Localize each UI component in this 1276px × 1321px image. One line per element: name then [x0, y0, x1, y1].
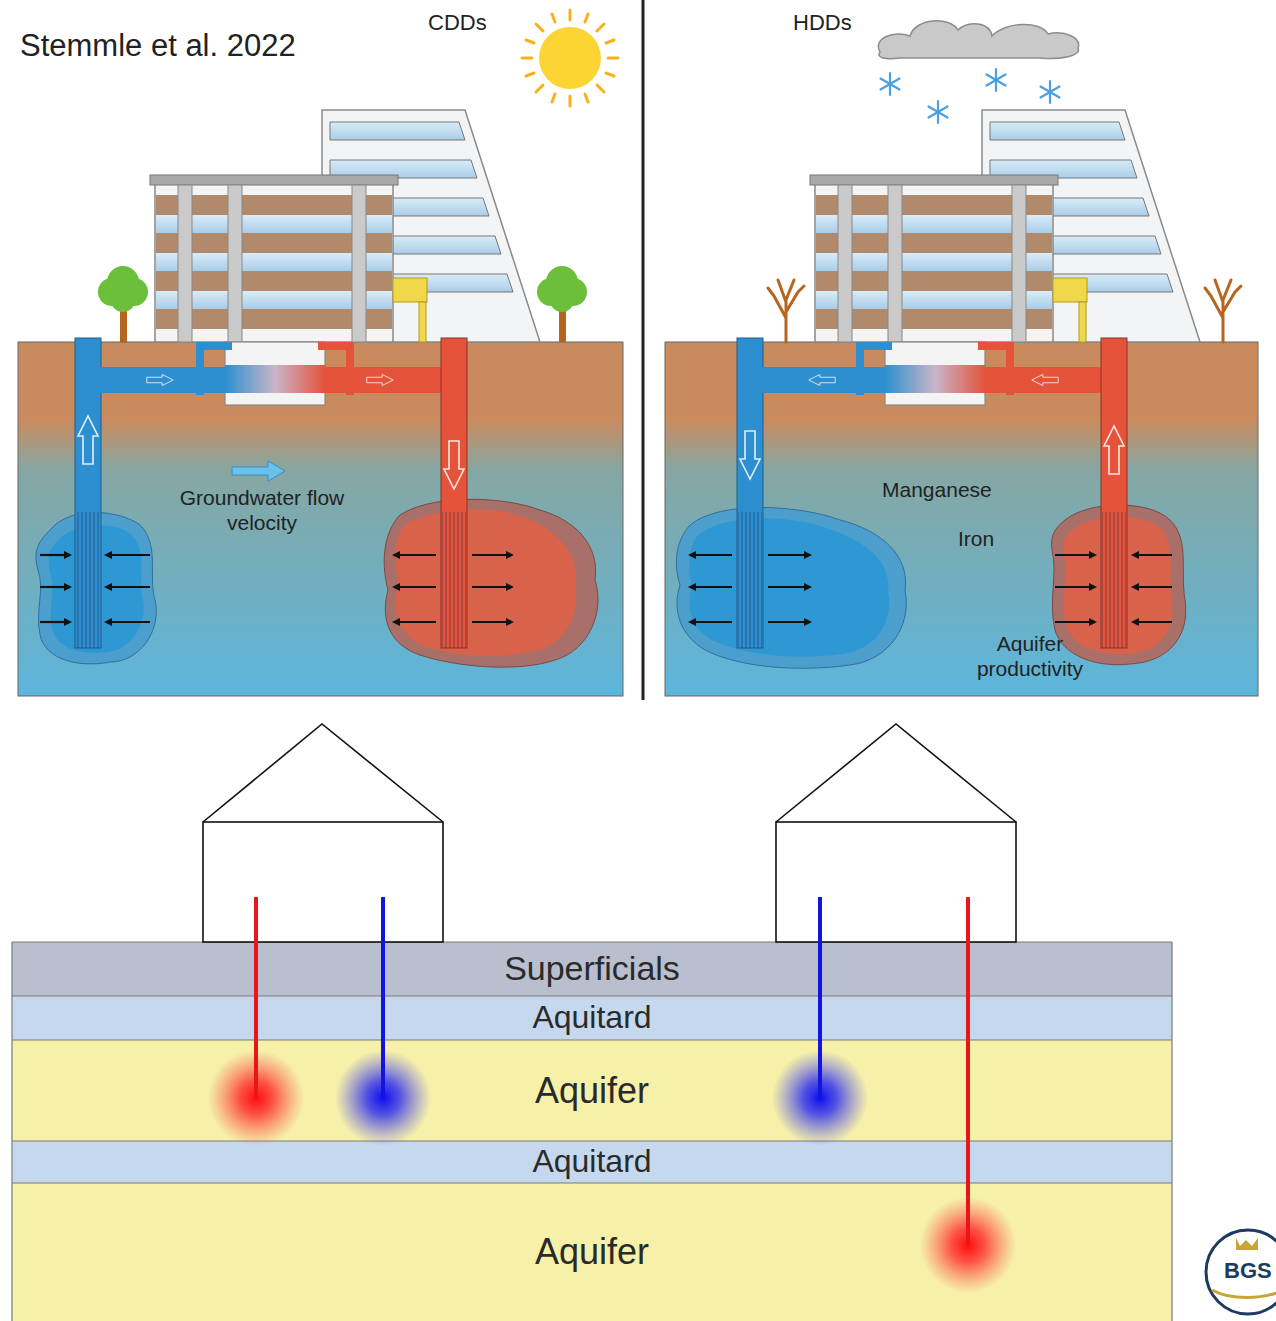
aquifer-band: Aquifer	[12, 1183, 1172, 1321]
aquitard-band: Aquitard	[12, 1141, 1172, 1183]
layer-name: Aquitard	[532, 1144, 651, 1179]
effect-label: Manganese	[882, 478, 992, 503]
sun-icon	[522, 10, 618, 106]
season-label: CDDs	[428, 10, 487, 36]
logo-text: BGS	[1224, 1258, 1272, 1284]
season-label: HDDs	[793, 10, 852, 36]
layer-name: Aquifer	[535, 1071, 649, 1111]
aquitard-band: Aquitard	[12, 996, 1172, 1040]
superficials-band: Superficials	[12, 942, 1172, 996]
cloud-icon	[878, 21, 1078, 123]
effect-label: Aquifer productivity	[955, 632, 1105, 682]
cooling-panel	[18, 110, 623, 696]
citation-label: Stemmle et al. 2022	[20, 28, 296, 65]
aquifer-band: Aquifer	[12, 1040, 1172, 1141]
bgs-logo	[1206, 1230, 1276, 1314]
effect-label: Iron	[958, 527, 994, 552]
layer-name: Superficials	[504, 950, 680, 987]
cross-section	[12, 724, 1172, 1321]
heating-panel	[665, 110, 1258, 696]
layer-name: Aquitard	[532, 1000, 651, 1035]
layer-name: Aquifer	[535, 1232, 649, 1272]
flow-label: Groundwater flow velocity	[177, 486, 347, 536]
